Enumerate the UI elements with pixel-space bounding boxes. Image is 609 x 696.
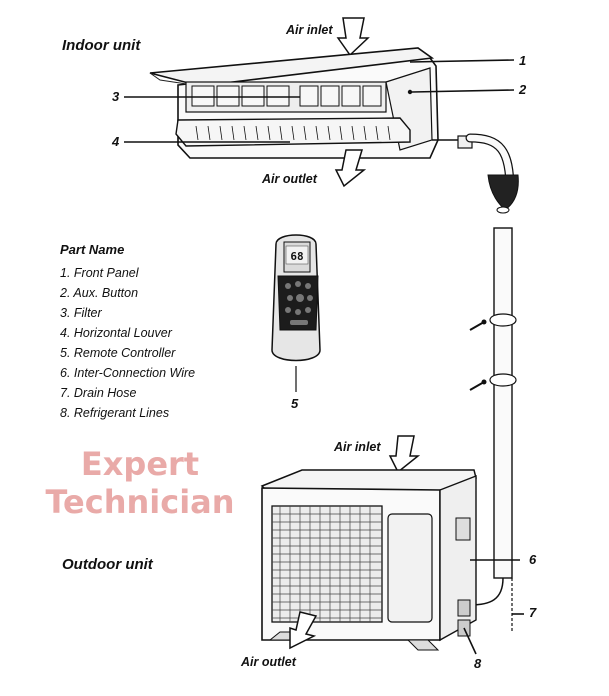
- part-list-item: 1. Front Panel: [60, 266, 140, 280]
- callout-1: 1: [519, 53, 526, 68]
- remote-display: 68: [290, 250, 303, 263]
- callout-3: 3: [112, 89, 120, 104]
- callout-2: 2: [518, 82, 527, 97]
- callout-6: 6: [529, 552, 537, 567]
- part-list-title: Part Name: [60, 242, 124, 257]
- outdoor-unit: [262, 470, 476, 650]
- part-list-item: 8. Refrigerant Lines: [60, 406, 169, 420]
- aux-button: [408, 90, 412, 94]
- screw-icon: [470, 380, 487, 391]
- air-inlet-bottom-label: Air inlet: [333, 440, 381, 454]
- part-list: Part Name 1. Front Panel 2. Aux. Button …: [59, 242, 195, 420]
- callout-8: 8: [474, 656, 482, 671]
- part-list-item: 2. Aux. Button: [59, 286, 138, 300]
- part-list-item: 7. Drain Hose: [60, 386, 136, 400]
- outdoor-unit-title: Outdoor unit: [62, 556, 154, 573]
- indoor-unit-title: Indoor unit: [62, 37, 141, 54]
- watermark-line-1: Expert: [81, 445, 199, 483]
- part-list-item: 5. Remote Controller: [60, 346, 176, 360]
- watermark-line-2: Technician: [45, 483, 234, 521]
- part-list-item: 6. Inter-Connection Wire: [60, 366, 195, 380]
- air-inlet-top-arrow-icon: [338, 18, 368, 55]
- part-list-item: 4. Horizontal Louver: [60, 326, 173, 340]
- air-inlet-top-label: Air inlet: [285, 23, 333, 37]
- remote-controller: 68: [272, 235, 320, 392]
- callout-5: 5: [291, 396, 299, 411]
- air-inlet-bottom-arrow-icon: [390, 436, 418, 472]
- air-outlet-bottom-label: Air outlet: [240, 655, 297, 669]
- screw-icon: [470, 320, 487, 331]
- part-list-item: 3. Filter: [60, 306, 103, 320]
- callout-4: 4: [111, 134, 120, 149]
- callout-7: 7: [529, 605, 537, 620]
- air-outlet-top-label: Air outlet: [261, 172, 318, 186]
